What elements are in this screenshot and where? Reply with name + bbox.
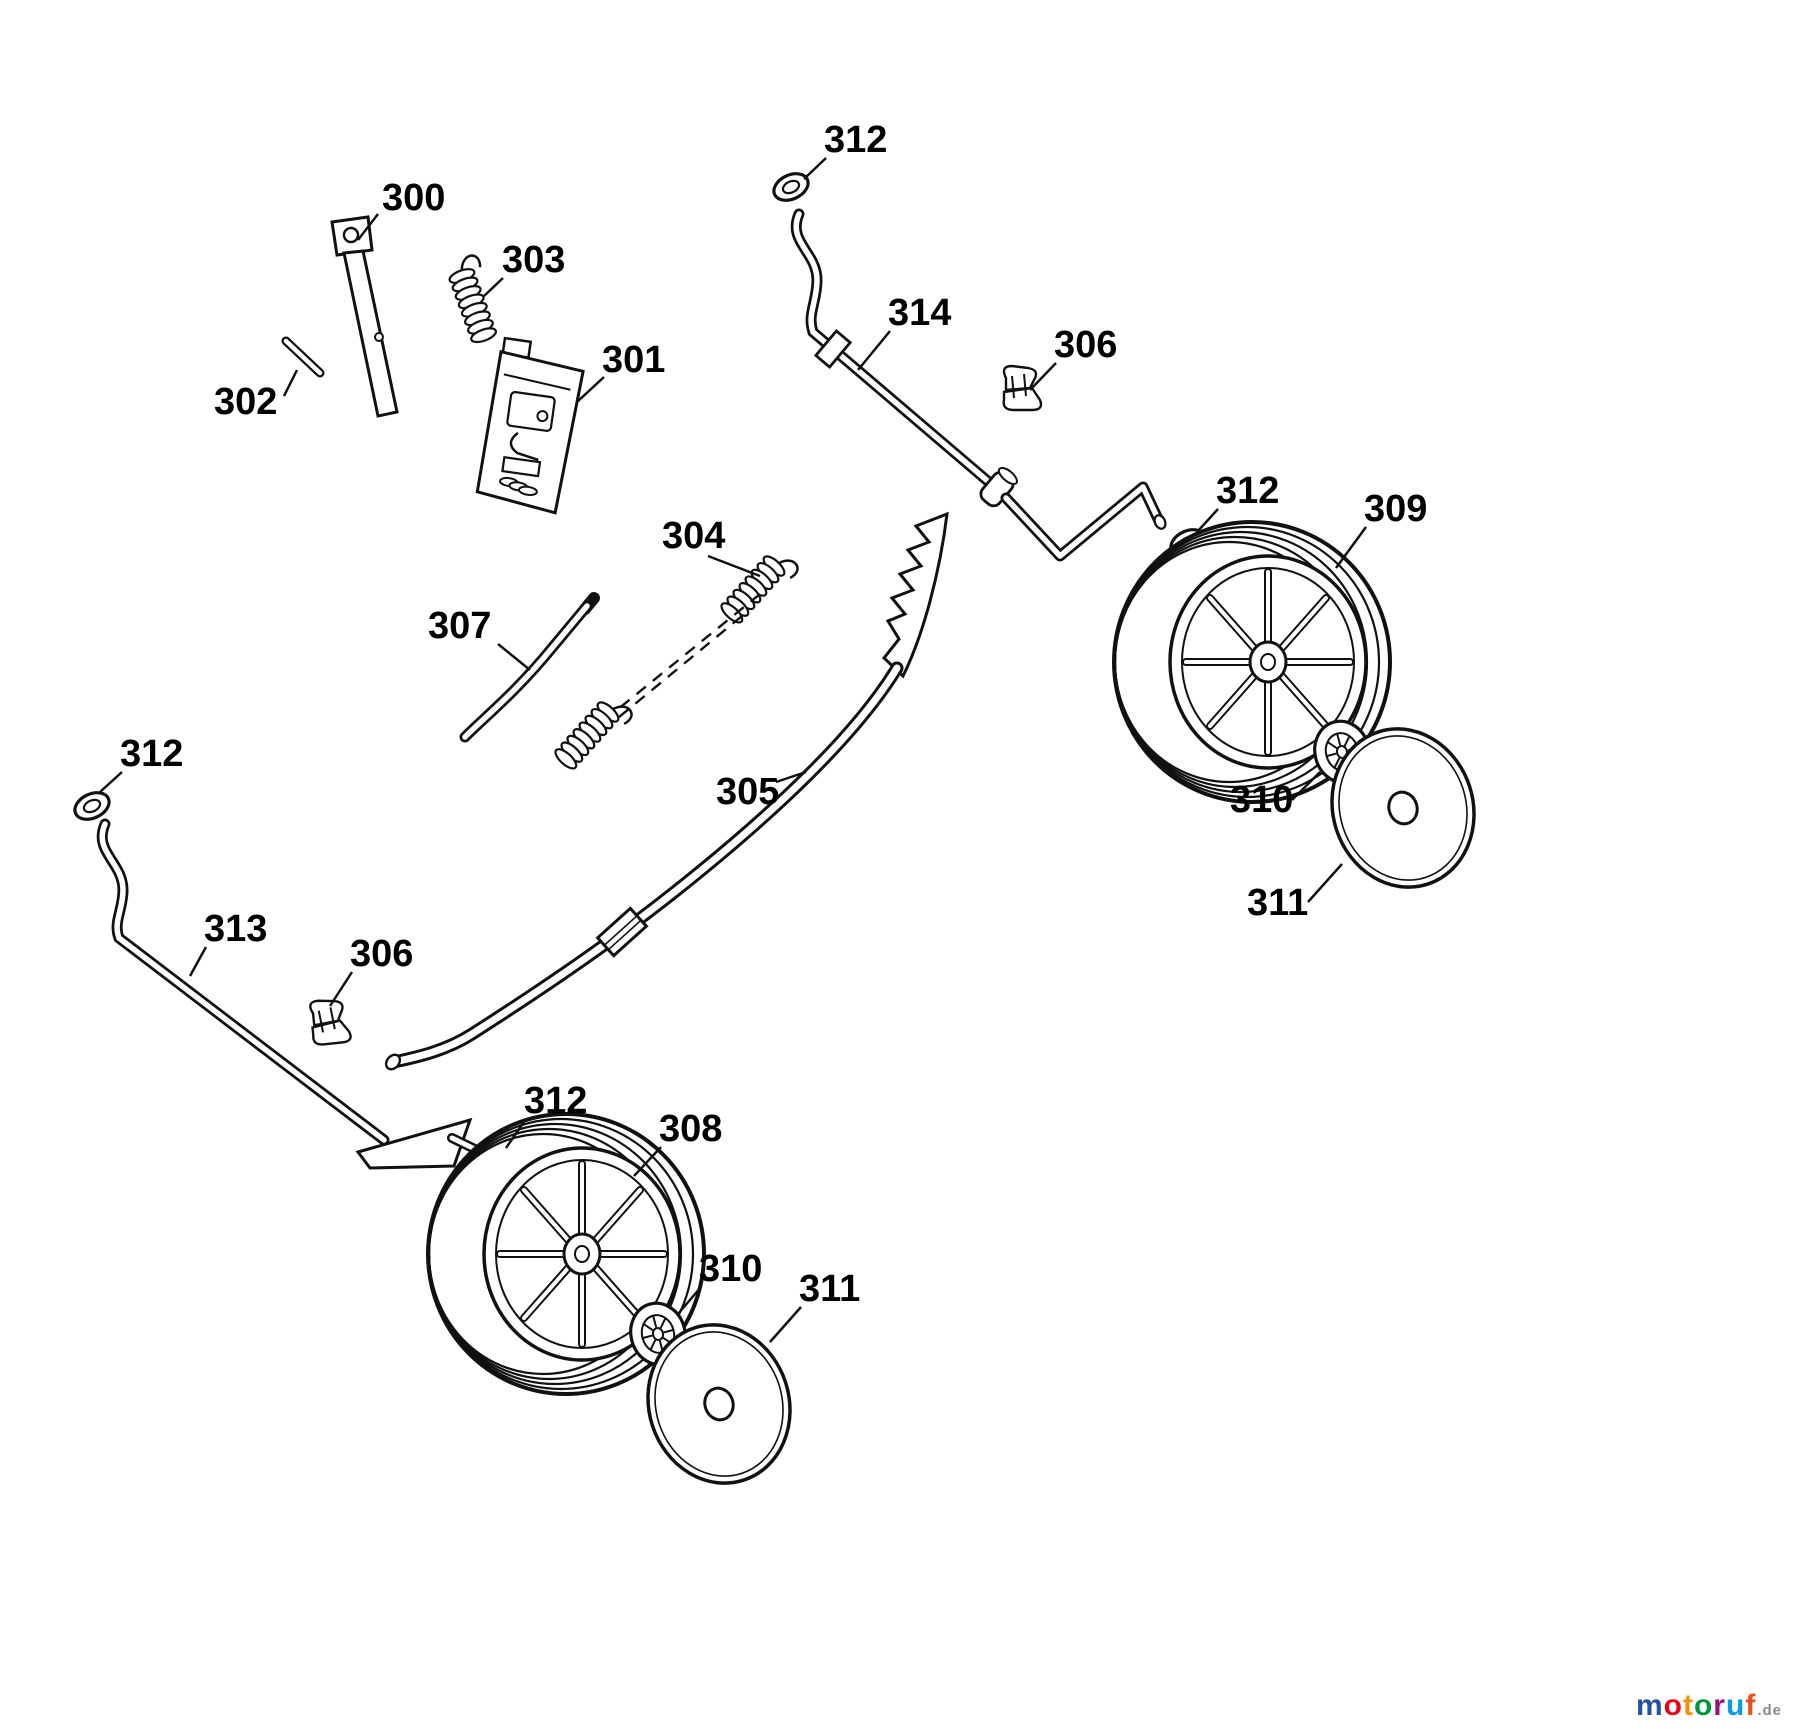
part-rod-307	[459, 592, 600, 743]
part-spring-304	[717, 544, 802, 633]
leader-310-a	[1291, 771, 1321, 801]
watermark-letter: f	[1745, 1689, 1757, 1722]
part-lever-305	[384, 511, 949, 1071]
part-label-301: 301	[602, 339, 665, 381]
part-label-306-a: 306	[1054, 324, 1117, 366]
leader-313	[188, 946, 208, 977]
watermark-letter: t	[1682, 1689, 1694, 1722]
part-label-312-a: 312	[824, 119, 887, 161]
part-label-310-b: 310	[699, 1248, 762, 1290]
part-label-308: 308	[659, 1108, 722, 1150]
watermark-logo: motoruf.de	[1636, 1691, 1782, 1721]
part-label-302: 302	[214, 381, 277, 423]
part-label-311-a: 311	[1247, 882, 1308, 924]
part-bracket-300	[330, 215, 399, 418]
part-clip-306-a	[1002, 364, 1043, 412]
leader-304	[707, 554, 761, 578]
leader-306-b	[328, 971, 354, 1007]
leader-lines	[99, 157, 1368, 1343]
leader-303	[483, 277, 504, 297]
part-label-312-c: 312	[120, 733, 183, 775]
leader-312-b	[1197, 508, 1219, 532]
part-label-310-a: 310	[1230, 779, 1293, 821]
leader-301	[576, 376, 605, 403]
part-label-314: 314	[888, 292, 951, 334]
part-label-311-b: 311	[799, 1268, 860, 1310]
part-latch-301	[475, 336, 585, 515]
leader-308	[633, 1146, 662, 1177]
leader-311-b	[769, 1306, 802, 1343]
leader-307	[497, 643, 531, 671]
leader-311-a	[1307, 863, 1343, 903]
leader-310-b	[677, 1286, 702, 1315]
part-label-313: 313	[204, 908, 267, 950]
part-label-306-b: 306	[350, 933, 413, 975]
watermark-letter: o	[1693, 1689, 1714, 1722]
part-spring-303	[442, 252, 507, 347]
leader-309	[1334, 526, 1368, 569]
leader-300	[357, 213, 379, 241]
part-axle-313	[96, 818, 489, 1170]
part-label-309: 309	[1364, 488, 1427, 530]
part-label-312-d: 312	[524, 1080, 587, 1122]
part-label-312-b: 312	[1216, 470, 1279, 512]
leader-305	[775, 770, 807, 784]
part-pin-302	[281, 336, 325, 378]
watermark-letter: o	[1663, 1689, 1683, 1722]
part-label-307: 307	[428, 605, 491, 647]
leader-312-a	[803, 157, 827, 180]
leader-312-c	[99, 771, 123, 793]
leader-312-d	[504, 1118, 528, 1149]
leader-302	[282, 369, 299, 397]
part-label-303: 303	[502, 239, 565, 281]
watermark-letter: m	[1635, 1689, 1664, 1722]
leader-306-a	[1029, 362, 1057, 391]
assembly-dashed-lines	[595, 593, 761, 737]
part-label-305: 305	[716, 771, 779, 813]
leader-314	[857, 330, 891, 371]
watermark-letter: r	[1713, 1689, 1726, 1722]
watermark-letter: u	[1725, 1689, 1746, 1722]
part-axle-314	[790, 208, 1167, 562]
part-label-300: 300	[382, 177, 445, 219]
part-washer-312-a	[768, 166, 814, 208]
part-label-304: 304	[662, 515, 725, 557]
watermark-suffix: .de	[1757, 1702, 1782, 1719]
